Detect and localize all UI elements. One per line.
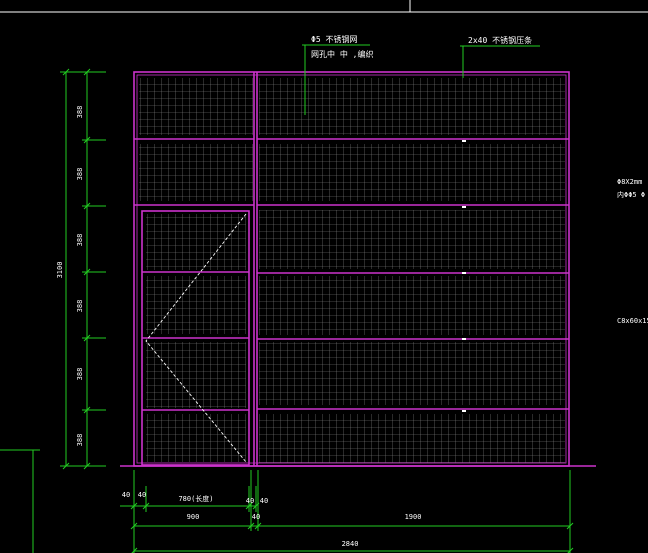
- mesh-panel-door-4: [146, 414, 246, 462]
- vdim-tick-2: [83, 202, 91, 210]
- mesh-panel-right-4: [259, 276, 565, 335]
- left-span: 900: [187, 513, 200, 521]
- mesh-panel-right-1: [259, 78, 565, 135]
- hdim-tick-b1: [247, 522, 255, 530]
- vdim-tick-5: [83, 406, 91, 414]
- door-swing-line: [145, 213, 247, 463]
- row-height-5: 388: [76, 368, 84, 381]
- mesh-spec-label: Φ5 不锈钢网: [311, 34, 357, 44]
- vdim-tick-1: [83, 136, 91, 144]
- right-note-3: C8x60x15: [617, 317, 648, 325]
- hdim-tick-a1: [142, 502, 150, 510]
- gate-frame: [120, 71, 596, 467]
- hdim-tick-c0: [131, 547, 138, 553]
- right-note-2: 内ΦΦ5 Φ: [617, 190, 645, 199]
- vertical-dimensions: [60, 68, 106, 470]
- mesh-panel-door-1: [146, 214, 246, 270]
- gap-1: 40: [122, 491, 130, 499]
- mesh-panel-right-6: [259, 414, 565, 463]
- door-width-label: 780(长度): [178, 494, 213, 503]
- overall-width: 2840: [342, 540, 359, 548]
- hinge-mark-3: [462, 272, 466, 274]
- row-height-4: 388: [76, 300, 84, 313]
- horizontal-dimensions: [120, 470, 574, 553]
- mesh-panel-door-2: [146, 276, 246, 334]
- hinge-mark-5: [462, 410, 466, 412]
- hinge-mark-4: [462, 338, 466, 340]
- vdim-tick-3: [83, 268, 91, 276]
- gap-3: 40: [246, 497, 254, 505]
- row-height-3: 388: [76, 234, 84, 247]
- row-height-6: 388: [76, 434, 84, 447]
- hdim-tick-c1: [567, 547, 574, 553]
- mesh-panel-right-2: [259, 144, 565, 201]
- vdim-outer-tick-0: [62, 68, 70, 76]
- right-span: 1900: [405, 513, 422, 521]
- mesh-panels: [139, 78, 565, 463]
- mesh-panel-right-3: [259, 210, 565, 269]
- callout-leaders: [302, 44, 540, 115]
- hdim-tick-b0: [130, 522, 138, 530]
- overall-height: 3100: [56, 262, 64, 279]
- inner-frame: [136, 74, 567, 464]
- hinge-mark-2: [462, 206, 466, 208]
- vdim-tick-4: [83, 334, 91, 342]
- hinge-markers: [462, 140, 466, 412]
- vdim-outer-tick-1: [62, 462, 70, 470]
- hinge-mark-1: [462, 140, 466, 142]
- row-height-1: 388: [76, 106, 84, 119]
- mesh-spec-detail: 网孔中 中 ,编织: [311, 49, 373, 59]
- vdim-tick-0: [83, 68, 91, 76]
- gap-4: 40: [260, 497, 268, 505]
- mesh-panel-right-5: [259, 342, 565, 405]
- left-corner-lines: [0, 449, 40, 553]
- viewport-edge-lines: [0, 0, 648, 13]
- hdim-tick-b2: [254, 522, 262, 530]
- row-height-2: 388: [76, 168, 84, 181]
- mesh-panel-door-3: [146, 342, 246, 408]
- mesh-panel-left-1: [139, 78, 253, 135]
- vdim-tick-6: [83, 462, 91, 470]
- mesh-panel-left-2: [139, 144, 253, 201]
- mid-span: 40: [252, 513, 260, 521]
- frame-spec-label: 2x40 不锈钢压条: [468, 35, 532, 45]
- hdim-tick-b3: [566, 522, 574, 530]
- right-note-1: Φ8X2mm: [617, 178, 642, 186]
- gap-2: 40: [138, 491, 146, 499]
